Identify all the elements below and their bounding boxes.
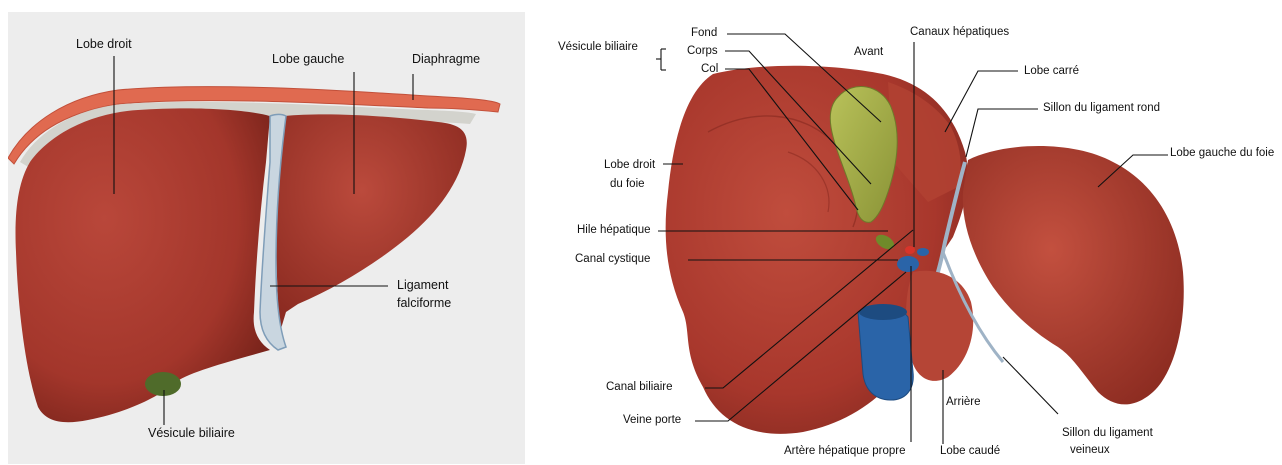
label-hepatic-hilum: Hile hépatique [577, 223, 651, 237]
anterior-liver-view: Lobe droit Lobe gauche Diaphragme Ligame… [8, 12, 525, 464]
label-portal-vein: Veine porte [623, 413, 681, 427]
label-front: Avant [854, 45, 883, 59]
label-hepatic-ducts: Canaux hépatiques [910, 25, 1009, 39]
label-hepatic-artery: Artère hépatique propre [784, 444, 905, 458]
caudate-lobe-shape [906, 271, 973, 381]
portal-vein-shape [897, 256, 919, 272]
label-gallbladder-group: Vésicule biliaire [558, 40, 638, 54]
label-left-lobe: Lobe gauche [272, 52, 344, 67]
label-ligament-line1: Ligament [397, 278, 448, 293]
anterior-liver-illustration [8, 12, 525, 464]
hepatic-artery-shape [905, 246, 915, 254]
inferior-liver-view: Vésicule biliaire Fond Corps Col Avant C… [553, 12, 1281, 464]
label-round-ligament-groove: Sillon du ligament rond [1043, 101, 1160, 115]
label-body: Corps [687, 44, 718, 58]
inferior-liver-illustration [553, 12, 1281, 464]
label-venous-ligament-line2: veineux [1070, 443, 1110, 457]
label-gallbladder: Vésicule biliaire [148, 426, 235, 441]
label-back: Arrière [946, 395, 981, 409]
label-venous-ligament-line1: Sillon du ligament [1062, 426, 1153, 440]
gallbladder-shape [145, 372, 181, 396]
label-diaphragm: Diaphragme [412, 52, 480, 67]
label-right-lobe: Lobe droit [76, 37, 132, 52]
label-left-lobe-liver: Lobe gauche du foie [1170, 146, 1274, 160]
label-caudate-lobe: Lobe caudé [940, 444, 1000, 458]
label-fundus: Fond [691, 26, 717, 40]
left-lobe-shape [963, 146, 1184, 404]
label-quadrate-lobe: Lobe carré [1024, 64, 1079, 78]
label-bile-duct: Canal biliaire [606, 380, 672, 394]
label-right-lobe-line1: Lobe droit [604, 158, 655, 172]
label-right-lobe-line2: du foie [610, 177, 645, 191]
right-lobe-shape [16, 108, 270, 422]
label-ligament-line2: falciforme [397, 296, 451, 311]
label-neck: Col [701, 62, 718, 76]
label-cystic-duct: Canal cystique [575, 252, 650, 266]
